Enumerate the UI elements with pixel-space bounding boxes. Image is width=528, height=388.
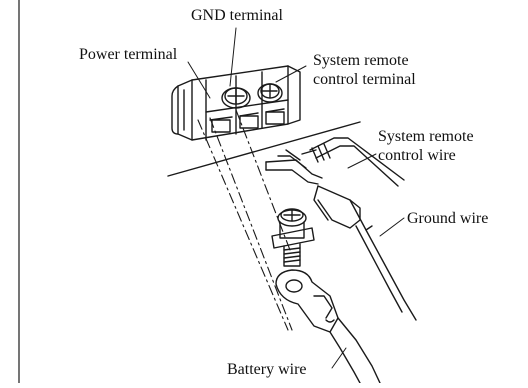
mounting-surface	[167, 121, 361, 177]
label-remote-terminal-line1: System remote	[313, 52, 409, 69]
ground-wire-drawing	[313, 185, 417, 321]
label-gnd-terminal: GND terminal	[191, 7, 283, 24]
alignment-guides	[197, 109, 293, 331]
label-ground-wire: Ground wire	[407, 210, 489, 227]
leader-remote-wire	[347, 153, 377, 169]
remote-wire-drawing	[265, 137, 405, 187]
leader-ground-wire	[379, 217, 405, 237]
leader-power	[187, 61, 211, 99]
label-power-terminal: Power terminal	[79, 46, 178, 63]
label-remote-wire-line2: control wire	[378, 147, 456, 164]
terminal-slot-gnd	[239, 115, 259, 129]
battery-terminal-drawing	[275, 269, 381, 384]
label-battery-wire: Battery wire	[227, 361, 307, 378]
terminal-slot-power	[211, 119, 231, 133]
label-remote-wire-line1: System remote	[378, 128, 474, 145]
leader-battery-wire	[331, 347, 347, 369]
terminal-block	[171, 65, 301, 141]
screw-washer-icon	[271, 208, 315, 267]
label-remote-terminal-line2: control terminal	[313, 71, 416, 88]
terminal-slot-remote	[265, 111, 285, 125]
leader-remote-terminal	[275, 65, 307, 83]
label-leaders	[187, 27, 405, 369]
leader-gnd	[229, 27, 237, 87]
remote-screw-icon	[257, 83, 283, 103]
gnd-screw-icon	[221, 87, 251, 109]
